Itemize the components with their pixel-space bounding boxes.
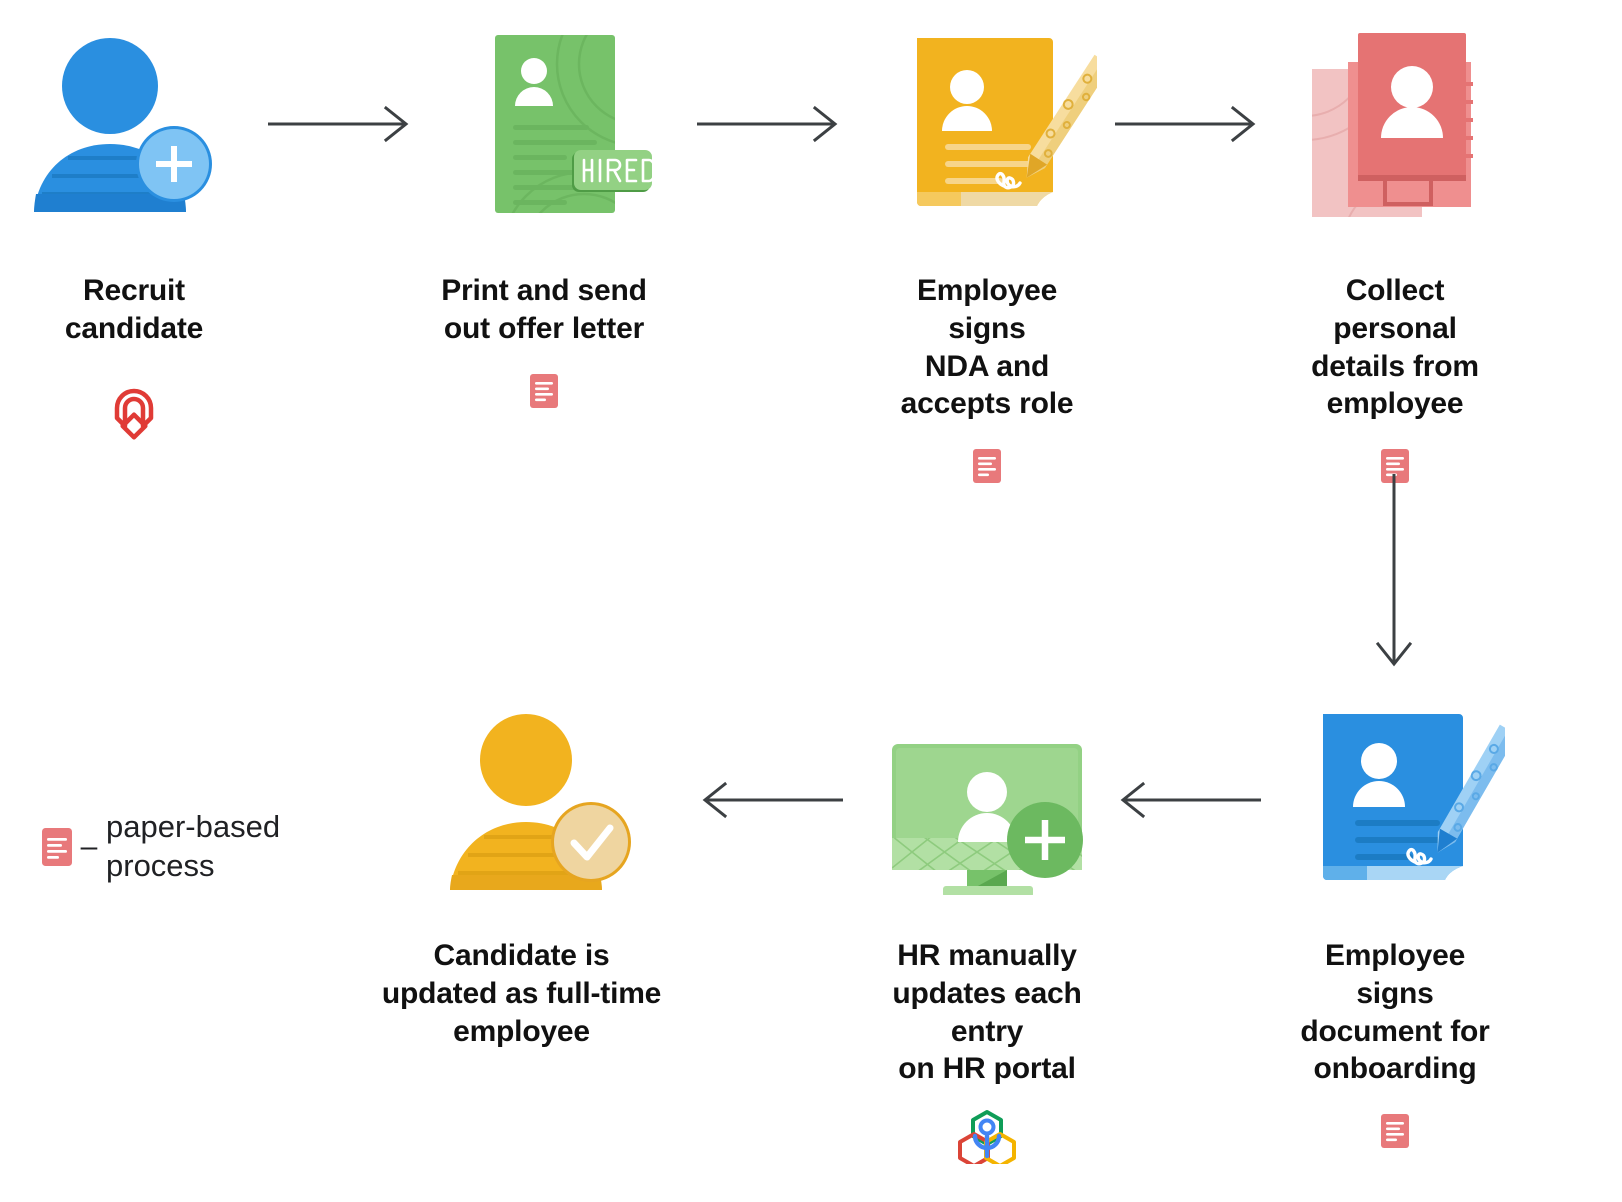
artwork-green-monitor-person-add — [877, 700, 1097, 895]
arrow-recruit-to-offer — [266, 104, 416, 144]
artwork-red-stacked-documents — [1285, 24, 1505, 224]
artwork-green-resume-hired — [434, 24, 654, 224]
legend-dash: – — [80, 829, 98, 863]
step-label: Employee signs NDA and accepts role — [900, 274, 1074, 421]
step-label: Candidate is updated as full-time employ… — [381, 939, 662, 1048]
legend-paper-based-process: – paper-based process — [42, 808, 280, 886]
artwork-person-add-blue — [24, 24, 244, 224]
paper-document-icon — [973, 449, 1001, 484]
artwork-yellow-signed-document — [877, 24, 1097, 224]
artwork-yellow-person-check — [434, 700, 654, 895]
step-label: HR manually updates each entry on HR por… — [892, 939, 1082, 1086]
step-label: Collect personal details from employee — [1311, 274, 1479, 421]
legend-label: paper-based process — [106, 809, 281, 883]
step-label: Employee signs document for onboarding — [1300, 939, 1490, 1086]
appsheet-hexagons-icon — [957, 1108, 1017, 1165]
arrow-hr-to-candidate — [695, 780, 845, 820]
paper-document-icon — [42, 827, 72, 866]
step-employee-signs-nda[interactable]: Employee signs NDA and accepts role — [877, 24, 1097, 484]
paper-document-icon — [1381, 449, 1409, 484]
paper-document-icon — [530, 373, 558, 408]
step-employee-signs-onboarding-doc[interactable]: Employee signs document for onboarding — [1285, 700, 1505, 1149]
arrow-sign-to-hr — [1113, 780, 1263, 820]
talent-magnet-icon — [108, 378, 160, 440]
arrow-offer-to-nda — [695, 104, 845, 144]
step-hr-updates-portal[interactable]: HR manually updates each entry on HR por… — [877, 700, 1097, 1165]
step-recruit-candidate[interactable]: Recruit candidate — [24, 24, 244, 440]
artwork-blue-signed-document — [1285, 700, 1505, 895]
step-candidate-updated-fulltime[interactable]: Candidate is updated as full-time employ… — [382, 700, 661, 1050]
step-print-send-offer-letter[interactable]: Print and send out offer letter — [434, 24, 654, 408]
step-label: Print and send out offer letter — [441, 274, 647, 345]
step-label: Recruit candidate — [64, 274, 204, 345]
step-collect-personal-details[interactable]: Collect personal details from employee — [1285, 24, 1505, 484]
paper-document-icon — [1381, 1114, 1409, 1149]
arrow-nda-to-collect — [1113, 104, 1263, 144]
arrow-collect-to-sign — [1372, 472, 1416, 680]
